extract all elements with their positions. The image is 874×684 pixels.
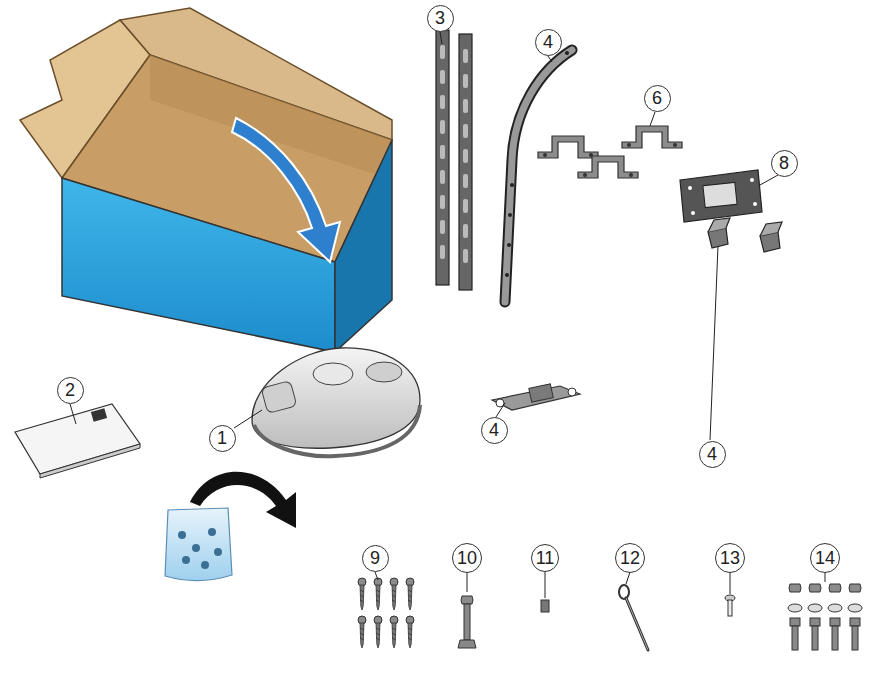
callout-number: 4 [489, 421, 499, 439]
callout-circle: 10 [452, 543, 482, 573]
callout-circle: 9 [362, 545, 389, 572]
callout-circle: 1 [209, 425, 236, 452]
callout-circle: 8 [771, 150, 798, 177]
callout-circle: 12 [615, 543, 645, 573]
callout-number: 2 [65, 381, 75, 399]
callout-number: 13 [720, 549, 740, 567]
callout-circle: 4 [481, 417, 508, 444]
callout-circle: 13 [715, 543, 745, 573]
callout-number: 6 [652, 89, 662, 107]
callout-number: 10 [457, 549, 477, 567]
callout-circle: 11 [531, 544, 559, 572]
callout-number: 12 [620, 549, 640, 567]
callout-number: 14 [815, 549, 835, 567]
callout-circle: 6 [644, 85, 671, 112]
callout-number: 8 [779, 154, 789, 172]
callout-circle: 14 [810, 543, 840, 573]
callout-circle: 2 [57, 377, 84, 404]
callout-circle: 3 [427, 5, 454, 32]
callout-number: 4 [543, 33, 553, 51]
callout-number: 1 [217, 429, 227, 447]
callout-number: 3 [435, 9, 445, 27]
callout-number: 11 [536, 549, 555, 567]
callout-circle: 4 [699, 441, 726, 468]
callout-circle: 4 [535, 29, 562, 56]
callout-number: 9 [370, 549, 380, 567]
callout-number: 4 [707, 445, 717, 463]
